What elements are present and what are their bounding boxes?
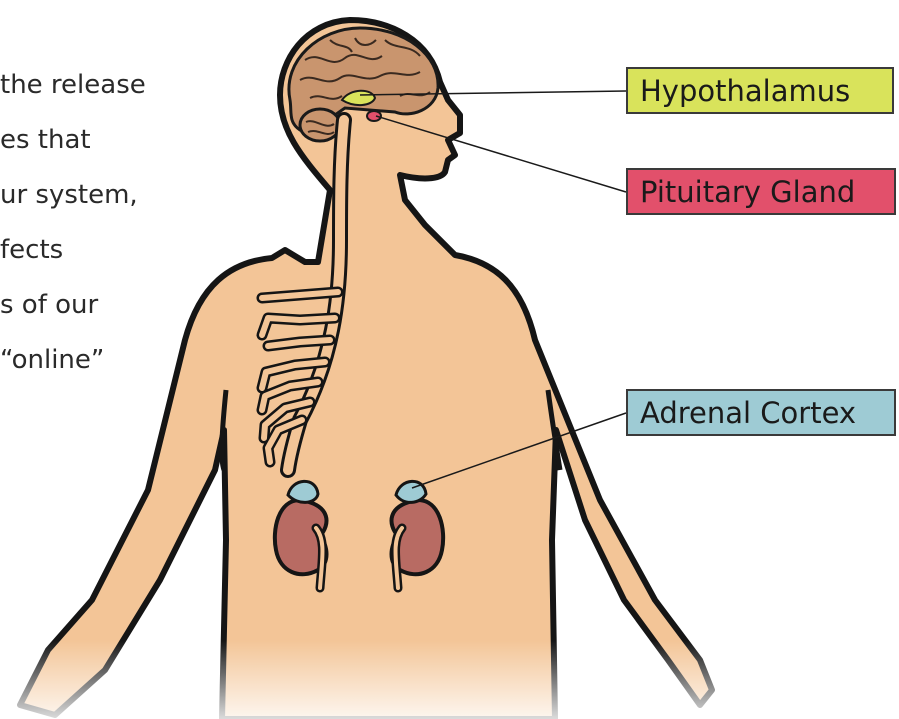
adrenal-cortex-label: Adrenal Cortex — [626, 389, 896, 436]
pituitary-gland-label-text: Pituitary Gland — [640, 175, 855, 209]
text-line: the release — [0, 58, 200, 113]
text-line: es that — [0, 113, 200, 168]
adrenal-cortex-label-text: Adrenal Cortex — [640, 396, 856, 430]
text-line: fects — [0, 223, 200, 278]
text-line: “online” — [0, 333, 200, 388]
pituitary-gland-label: Pituitary Gland — [626, 168, 896, 215]
pituitary-organ — [367, 111, 381, 121]
text-line: s of our — [0, 278, 200, 333]
text-line: ur system, — [0, 168, 200, 223]
hypothalamus-label-text: Hypothalamus — [640, 74, 850, 108]
hypothalamus-label: Hypothalamus — [626, 67, 894, 114]
